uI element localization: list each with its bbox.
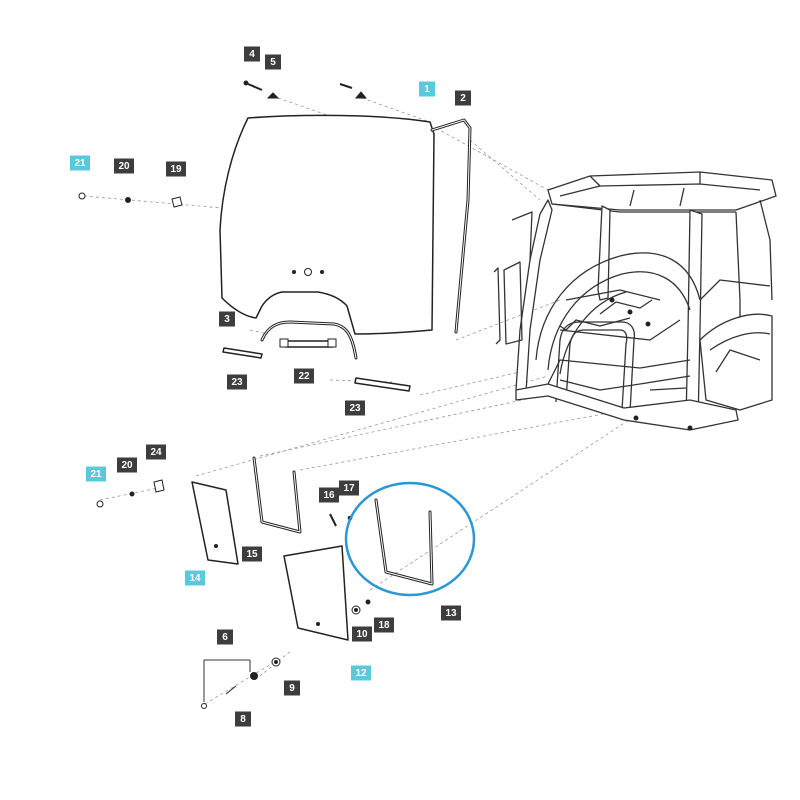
callout-23: 23 [345,400,365,416]
callout-badge [419,81,435,97]
callout-badge [217,629,233,645]
callout-number: 16 [323,490,335,501]
callout-badge [235,711,251,727]
callout-number: 4 [249,49,255,60]
callout-21: 21 [70,155,90,171]
bracket-22 [279,338,337,348]
callout-badge [265,54,281,70]
arched-seal-3 [260,320,358,360]
cab-frame [493,171,777,431]
nut-10 [351,605,361,615]
callout-1: 1 [419,81,435,97]
callout-badge [166,161,186,177]
callout-4: 4 [244,46,260,62]
u-seal-15 [252,456,302,534]
callout-5: 5 [265,54,281,70]
callout-number: 20 [121,460,133,471]
callout-3: 3 [219,311,235,327]
callout-6: 6 [217,629,233,645]
callout-number: 14 [189,573,201,584]
callout-badge [242,546,262,562]
callout-20: 20 [117,457,137,473]
callout-badge [294,368,314,384]
callout-number: 9 [289,683,295,694]
highlight-circle [344,481,476,597]
seal-strip-2 [430,118,472,334]
callout-number: 23 [349,403,361,414]
trim-strip-23a [222,347,263,359]
callout-badge [374,617,394,633]
callout-badge [146,444,166,460]
callout-number: 8 [240,714,246,725]
washer-5 [266,83,368,99]
callout-badge [227,374,247,390]
callout-badge [114,158,134,174]
callout-number: 22 [298,371,310,382]
callout-number: 3 [224,314,230,325]
callout-21: 21 [86,466,106,482]
callout-badge [70,155,90,171]
callout-20: 20 [114,158,134,174]
callout-badge [284,680,300,696]
callout-badge [117,457,137,473]
callout-10: 10 [352,626,372,642]
callout-number: 12 [355,668,367,679]
callout-23: 23 [227,374,247,390]
callout-number: 10 [356,629,368,640]
callout-12: 12 [351,665,371,681]
side-glass-12 [283,545,349,641]
callout-22: 22 [294,368,314,384]
callout-number: 20 [118,161,130,172]
side-glass-14 [191,481,239,565]
callout-badge [352,626,372,642]
callout-2: 2 [455,90,471,106]
callout-badge [441,605,461,621]
callout-9: 9 [284,680,300,696]
fastener-set-lower [96,479,165,508]
callout-15: 15 [242,546,262,562]
callout-number: 21 [74,158,86,169]
u-seal-13 [374,498,434,586]
callout-19: 19 [166,161,186,177]
callout-badge [319,487,339,503]
callout-18: 18 [374,617,394,633]
callout-14: 14 [185,570,205,586]
part-labels: 1234568910121314151617181920202121222323… [70,46,471,727]
screw-4 [243,80,263,91]
callout-8: 8 [235,711,251,727]
callout-number: 2 [460,93,466,104]
callout-number: 19 [170,164,182,175]
rear-window-glass-1 [219,114,435,335]
callout-badge [345,400,365,416]
trim-strip-23b [354,377,411,392]
washer-18 [365,599,371,605]
callout-badge [455,90,471,106]
callout-number: 5 [270,57,276,68]
callout-number: 15 [246,549,258,560]
fastener-set-top [78,192,183,208]
callout-badge [351,665,371,681]
callout-number: 24 [150,447,162,458]
fastener-set-bottom [201,657,281,709]
callout-badge [86,466,106,482]
callout-number: 13 [445,608,457,619]
callout-number: 21 [90,469,102,480]
callout-16: 16 [319,487,339,503]
callout-badge [185,570,205,586]
callout-24: 24 [146,444,166,460]
callout-number: 6 [222,632,228,643]
callout-number: 18 [378,620,390,631]
callout-number: 1 [424,84,430,95]
callout-badge [219,311,235,327]
callout-13: 13 [441,605,461,621]
callout-number: 17 [343,483,355,494]
callout-badge [339,480,359,496]
callout-17: 17 [339,480,359,496]
callout-badge [244,46,260,62]
callout-number: 23 [231,377,243,388]
